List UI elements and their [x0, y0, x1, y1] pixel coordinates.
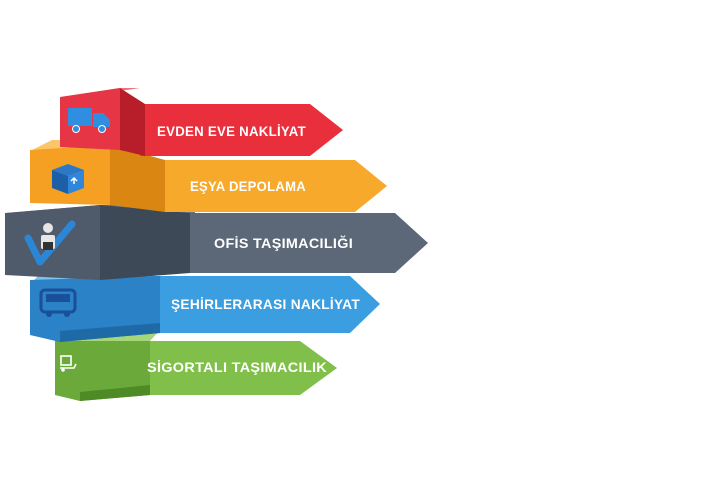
service-label-sigortali: SİGORTALI TAŞIMACILIK — [147, 359, 327, 375]
service-label-evden-eve: EVDEN EVE NAKLİYAT — [157, 123, 306, 139]
bus-icon — [39, 288, 77, 317]
office-checkmark-icon — [24, 220, 76, 266]
service-item-evden-eve: EVDEN EVE NAKLİYAT — [60, 88, 343, 156]
service-label-ofis: OFİS TAŞIMACILIĞI — [214, 234, 353, 251]
service-item-ofis: OFİS TAŞIMACILIĞI — [5, 205, 428, 280]
insured-cargo-icon — [60, 355, 77, 372]
service-label-esya: EŞYA DEPOLAMA — [190, 178, 306, 194]
moving-truck-icon — [68, 108, 110, 133]
service-item-sigortali: SİGORTALI TAŞIMACILIK — [55, 330, 337, 401]
service-item-sehirlerarasi: ŞEHİRLERARASI NAKLİYAT — [30, 270, 380, 342]
service-label-sehirlerarasi: ŞEHİRLERARASI NAKLİYAT — [171, 296, 360, 312]
storage-box-icon — [52, 164, 84, 194]
